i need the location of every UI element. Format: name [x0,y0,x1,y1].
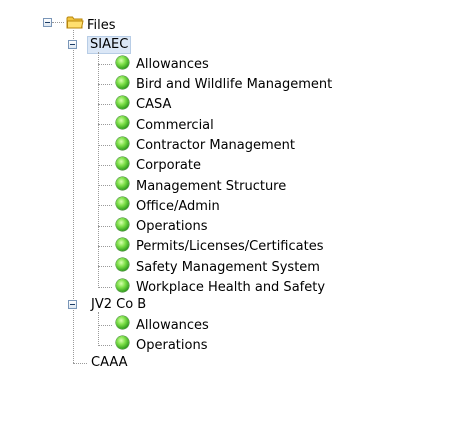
root-label[interactable]: Files [87,18,116,33]
tree-node-jv2-co-b[interactable]: JV2 Co B [91,297,147,312]
green-bullet-icon [116,218,129,231]
siaec-collapse-toggle[interactable] [68,40,77,49]
green-bullet-icon [116,96,129,109]
jv2-collapse-toggle[interactable] [68,300,77,309]
tree-item[interactable]: Permits/Licenses/Certificates [136,239,324,254]
tree-item[interactable]: Allowances [136,57,209,72]
tree-item[interactable]: Workplace Health and Safety [136,280,326,295]
tree-item[interactable]: Commercial [136,118,214,133]
green-bullet-icon [116,116,129,129]
root-collapse-toggle[interactable] [43,18,52,27]
green-bullet-icon [116,177,129,190]
folder-icon [66,16,84,29]
green-bullet-icon [116,76,129,89]
green-bullet-icon [116,258,129,271]
green-bullet-icon [116,238,129,251]
green-bullet-icon [116,336,129,349]
tree-item[interactable]: CASA [136,97,172,112]
green-bullet-icon [116,157,129,170]
tree-item[interactable]: Management Structure [136,179,287,194]
green-bullet-icon [116,279,129,292]
green-bullet-icon [116,316,129,329]
tree-item[interactable]: Operations [136,338,208,353]
tree-item[interactable]: Bird and Wildlife Management [136,77,333,92]
green-bullet-icon [116,197,129,210]
tree-item[interactable]: Allowances [136,318,209,333]
tree-node-caaa[interactable]: CAAA [91,355,128,370]
tree-node-siaec[interactable]: SIAEC [87,36,132,54]
tree-item[interactable]: Operations [136,219,208,234]
tree-item[interactable]: Corporate [136,158,201,173]
tree-item[interactable]: Contractor Management [136,138,295,153]
green-bullet-icon [116,56,129,69]
green-bullet-icon [116,137,129,150]
tree-item[interactable]: Safety Management System [136,260,320,275]
tree-item[interactable]: Office/Admin [136,199,220,214]
